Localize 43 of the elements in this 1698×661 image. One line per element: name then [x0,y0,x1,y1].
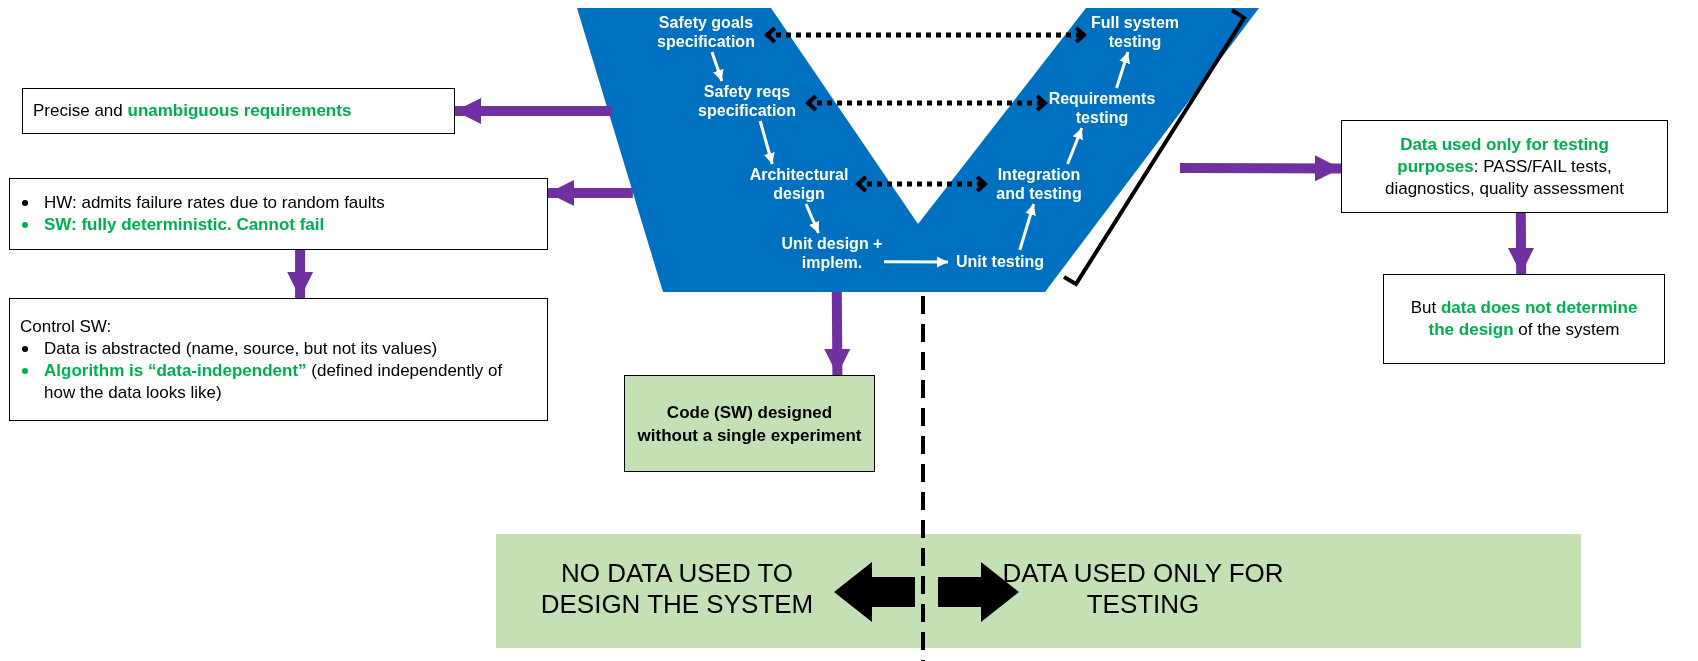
arrow [758,120,775,165]
banner-text: NO DATA USED TO DESIGN THE SYSTEM [539,558,815,620]
step-label: Unit design + implem. [780,233,884,273]
note-text: Code (SW) designed without a single experiment [637,401,862,447]
step-label: Architectural design [741,164,857,204]
arrow [824,291,851,376]
note-box [1383,274,1665,364]
arrow [1508,212,1535,275]
list-item-text: SW: fully deterministic. Cannot fail [44,214,325,236]
banner [496,534,1581,648]
arrow [1180,155,1341,182]
step-label: Requirements testing [1046,88,1158,128]
note-text: But data does not determine the design of the system [1409,297,1639,341]
note-text: Data used only for testing purposes: PASS/FAIL tests, diagnostics, quality assessment [1383,133,1626,200]
list-item-text: Algorithm is “data-independent” (defined independently of how the data looks like) [44,359,504,404]
note-text: Control SW: [20,315,113,338]
arrow [287,250,314,298]
arrow [1115,51,1130,89]
arrow [884,256,948,268]
step-label: Safety goals specification [646,12,766,52]
arrow [765,26,1086,44]
arrow [804,203,820,234]
note-box [1341,120,1668,213]
arrow [856,175,987,193]
step-label: Unit testing [948,250,1052,272]
v-model-band [577,8,1259,292]
step-label: Integration and testing [986,164,1092,204]
arrow [548,180,633,207]
note-box [9,178,548,250]
list-item-text: Data is abstracted (name, source, but not its values) [44,337,438,360]
note-text: Precise and unambiguous requirements [33,100,353,122]
arrow [1066,127,1084,165]
note-box [624,375,875,472]
list-item-text: HW: admits failure rates due to random faults [44,192,385,214]
arrow [455,98,612,124]
arrow [710,51,724,82]
banner-text: DATA USED ONLY FOR TESTING [1001,558,1285,620]
note-box [9,298,548,421]
arrow [1018,203,1036,251]
arrow [806,94,1047,112]
note-box [22,88,455,134]
step-label: Safety reqs specification [687,81,807,121]
step-label: Full system testing [1085,12,1185,52]
